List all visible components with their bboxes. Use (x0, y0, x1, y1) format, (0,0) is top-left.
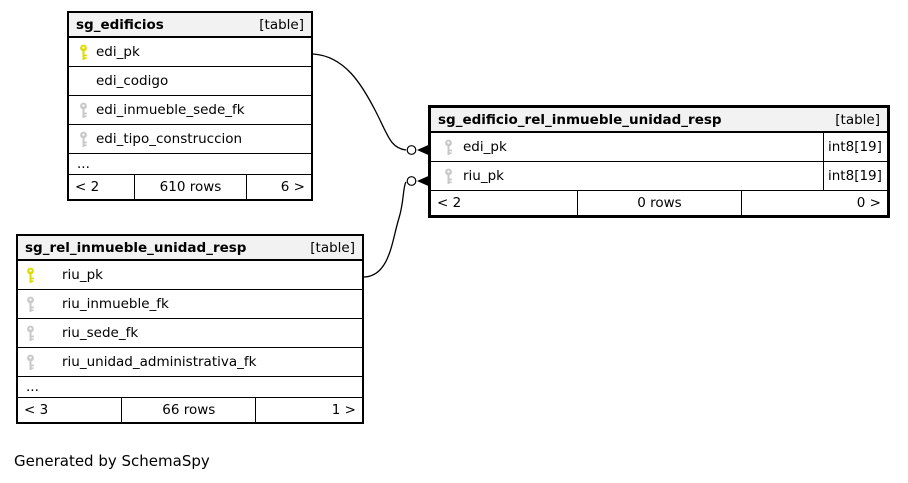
row-count: 0 rows (576, 191, 741, 215)
foreign-key-icon (78, 102, 89, 119)
crowfoot-arrow-icon (417, 175, 430, 187)
related-count-right: 6 > (245, 175, 311, 199)
column-row: edi_pk (69, 38, 311, 67)
column-row: riu_pk int8[19] (431, 162, 887, 191)
table-type-tag: [table] (310, 239, 355, 256)
column-name: edi_pk (463, 139, 507, 155)
table-footer: < 3 66 rows 1 > (18, 398, 362, 422)
table-header-sg-edificios[interactable]: sg_edificios [table] (69, 13, 311, 38)
hidden-columns-ellipsis: ... (69, 154, 311, 175)
relationship-line-edificios-edi-pk (312, 53, 407, 151)
table-footer: < 2 610 rows 6 > (69, 175, 311, 199)
column-name: riu_unidad_administrativa_fk (62, 354, 257, 370)
column-row: edi_inmueble_sede_fk (69, 96, 311, 125)
column-row: riu_unidad_administrativa_fk (18, 348, 362, 377)
column-type: int8[19] (823, 162, 887, 190)
column-row: edi_tipo_construccion (69, 125, 311, 154)
related-count-left: < 3 (24, 402, 49, 418)
column-name: riu_pk (463, 168, 504, 184)
row-count: 610 rows (134, 175, 245, 199)
table-node-sg-rel-inmueble-unidad-resp: sg_rel_inmueble_unidad_resp [table] riu_… (16, 234, 364, 424)
generated-by-credit: Generated by SchemaSpy (14, 452, 210, 470)
table-node-sg-edificio-rel-inmueble-unidad-resp: sg_edificio_rel_inmueble_unidad_resp [ta… (428, 105, 890, 218)
related-count-right: 1 > (255, 398, 362, 422)
related-count-left: < 2 (75, 179, 100, 195)
primary-key-icon (25, 267, 36, 284)
column-type: int8[19] (823, 133, 887, 161)
table-type-tag: [table] (835, 111, 880, 128)
primary-key-icon (78, 44, 89, 61)
table-header-sg-edificio-rel-inmueble-unidad-resp[interactable]: sg_edificio_rel_inmueble_unidad_resp [ta… (431, 108, 887, 133)
column-name: riu_pk (62, 267, 103, 283)
table-footer: < 2 0 rows 0 > (431, 191, 887, 215)
table-name: sg_edificio_rel_inmueble_unidad_resp (438, 111, 722, 128)
icon-spacer (78, 73, 89, 90)
table-type-tag: [table] (259, 16, 304, 33)
column-name: riu_inmueble_fk (62, 296, 169, 312)
table-name: sg_edificios (76, 16, 164, 33)
column-row: edi_codigo (69, 67, 311, 96)
related-count-left: < 2 (437, 195, 462, 211)
column-name: edi_codigo (96, 73, 169, 89)
column-name: edi_tipo_construccion (96, 131, 243, 147)
column-row: riu_sede_fk (18, 319, 362, 348)
foreign-key-icon (25, 325, 36, 342)
table-name: sg_rel_inmueble_unidad_resp (25, 239, 247, 256)
zero-or-one-circle-icon (406, 176, 417, 186)
hidden-columns-ellipsis: ... (18, 377, 362, 398)
table-node-sg-edificios: sg_edificios [table] edi_pk edi_codigo e… (67, 11, 313, 201)
column-row: riu_pk (18, 261, 362, 290)
foreign-key-icon (443, 139, 454, 156)
foreign-key-icon (25, 296, 36, 313)
foreign-key-icon (25, 354, 36, 371)
relationship-line-rel-inmueble-riu-pk (363, 181, 407, 278)
column-name: riu_sede_fk (62, 325, 139, 341)
related-count-right: 0 > (741, 191, 887, 215)
column-name: edi_inmueble_sede_fk (96, 102, 245, 118)
zero-or-one-circle-icon (406, 145, 417, 155)
column-name: edi_pk (96, 44, 140, 60)
foreign-key-icon (443, 168, 454, 185)
table-header-sg-rel-inmueble-unidad-resp[interactable]: sg_rel_inmueble_unidad_resp [table] (18, 236, 362, 261)
column-row: edi_pk int8[19] (431, 133, 887, 162)
crowfoot-arrow-icon (417, 144, 430, 156)
row-count: 66 rows (121, 398, 255, 422)
column-row: riu_inmueble_fk (18, 290, 362, 319)
foreign-key-icon (78, 131, 89, 148)
